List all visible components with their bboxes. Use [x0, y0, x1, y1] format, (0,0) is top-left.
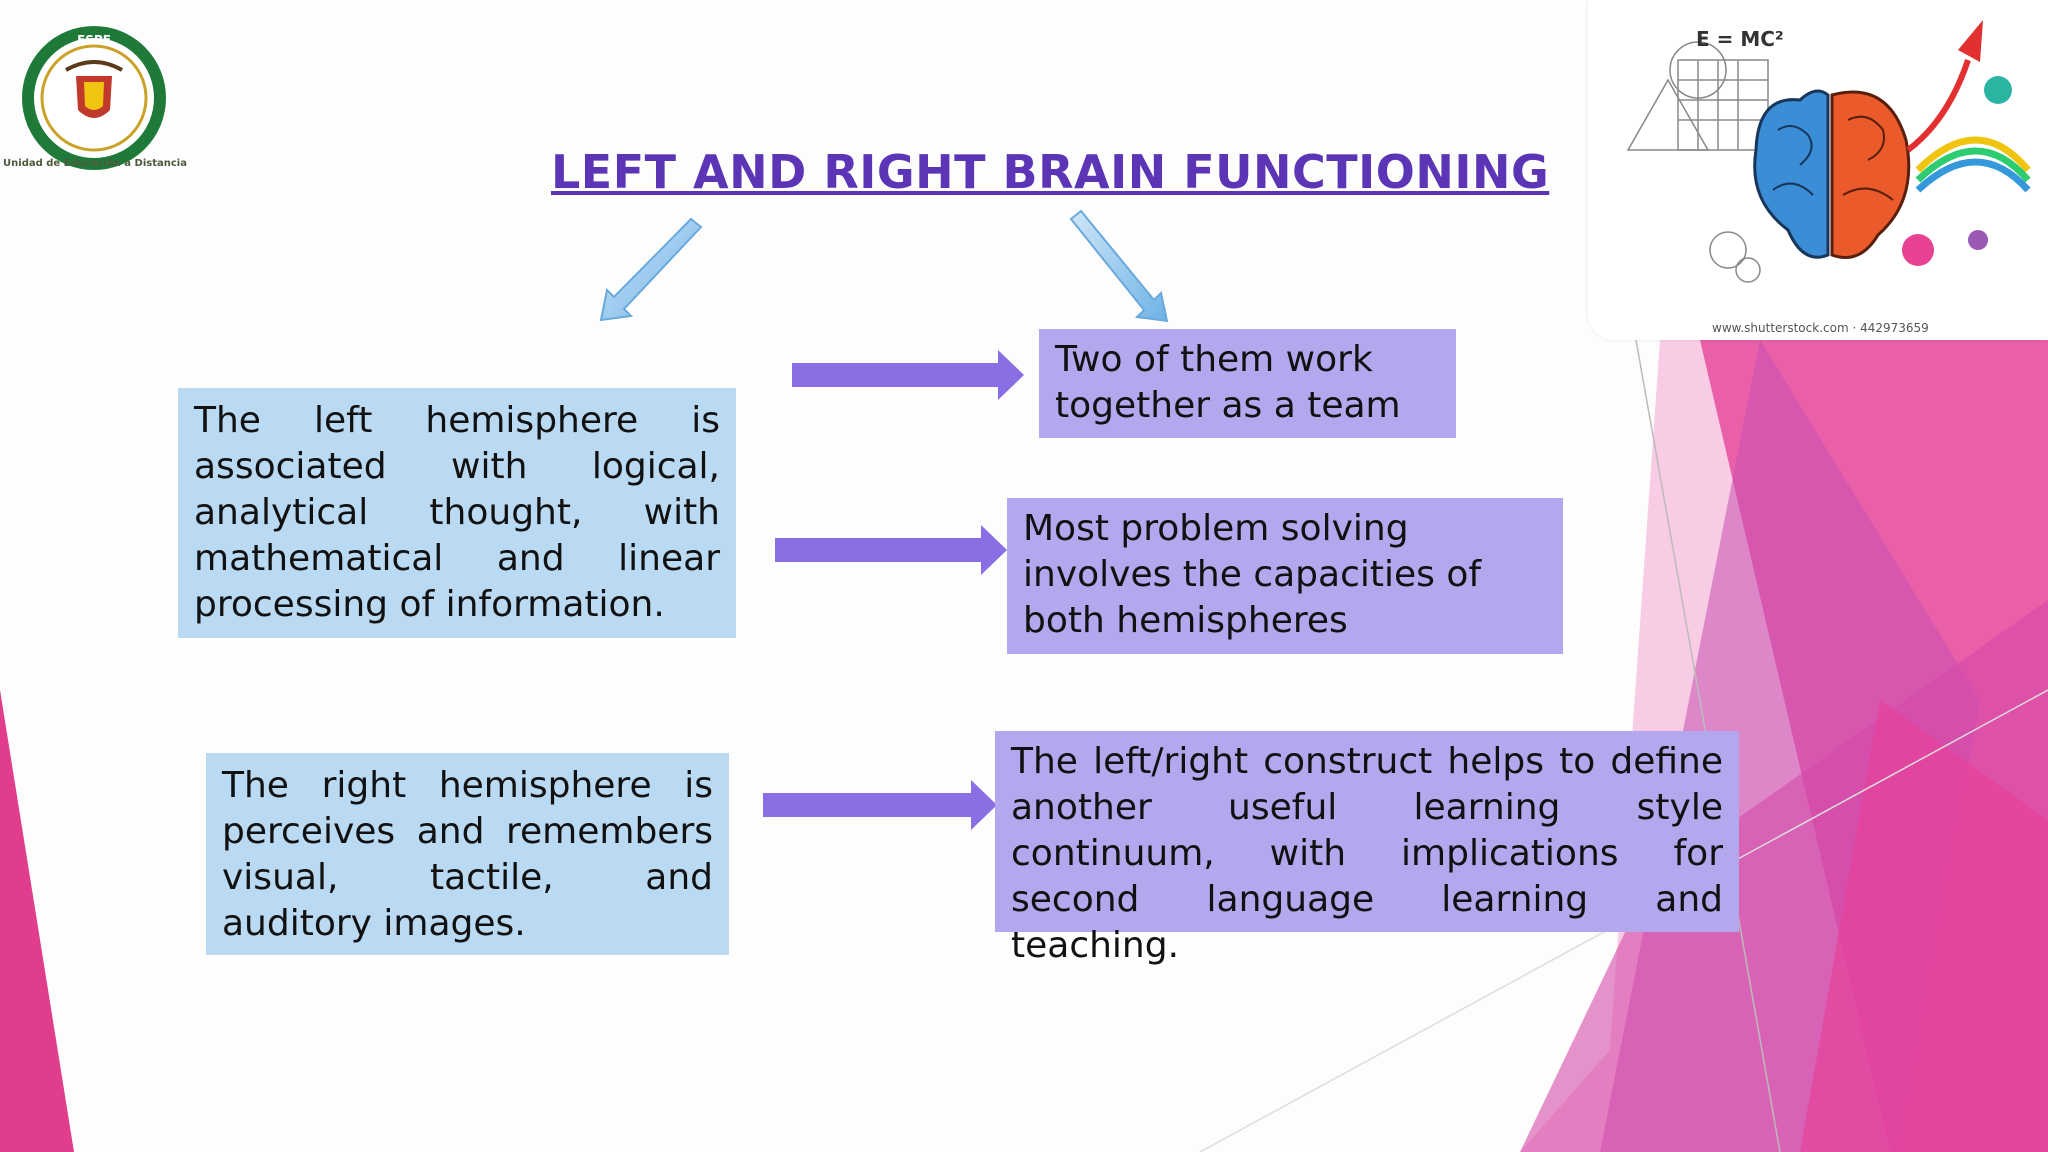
arrow-to-problem-solving — [775, 525, 1007, 575]
seal-text: ESPE — [77, 33, 111, 47]
slide-title: LEFT AND RIGHT BRAIN FUNCTIONING — [551, 145, 1550, 199]
brain-illustration: E = MC² — [1626, 20, 2031, 283]
construct-box: The left/right construct helps to define… — [995, 731, 1739, 966]
logo-caption: Unidad de Educación a Distancia — [3, 158, 187, 169]
right-hemisphere-text: The right hemisphere is perceives and re… — [222, 765, 713, 944]
problem-solving-box: Most problem solving involves the capaci… — [1007, 498, 1563, 654]
construct-text: The left/right construct helps to define… — [1011, 741, 1723, 966]
university-seal-logo: ESPE — [22, 26, 166, 170]
team-box: Two of them work together as a team — [1039, 329, 1456, 438]
image-credit: www.shutterstock.com · 442973659 — [1712, 321, 1929, 335]
brain-illustration-card: E = MC² — [1588, 0, 2048, 340]
left-hemisphere-box: The left hemisphere is associated with l… — [178, 388, 736, 638]
formula-text: E = MC² — [1696, 27, 1784, 51]
arrow-to-team — [792, 350, 1024, 400]
down-left-arrow — [599, 217, 703, 322]
arrow-to-construct — [763, 780, 997, 830]
team-text: Two of them work together as a team — [1055, 339, 1401, 426]
right-hemisphere-box: The right hemisphere is perceives and re… — [206, 753, 729, 955]
down-right-arrow — [1069, 209, 1169, 323]
left-hemisphere-text: The left hemisphere is associated with l… — [194, 400, 720, 625]
problem-solving-text: Most problem solving involves the capaci… — [1023, 508, 1482, 641]
